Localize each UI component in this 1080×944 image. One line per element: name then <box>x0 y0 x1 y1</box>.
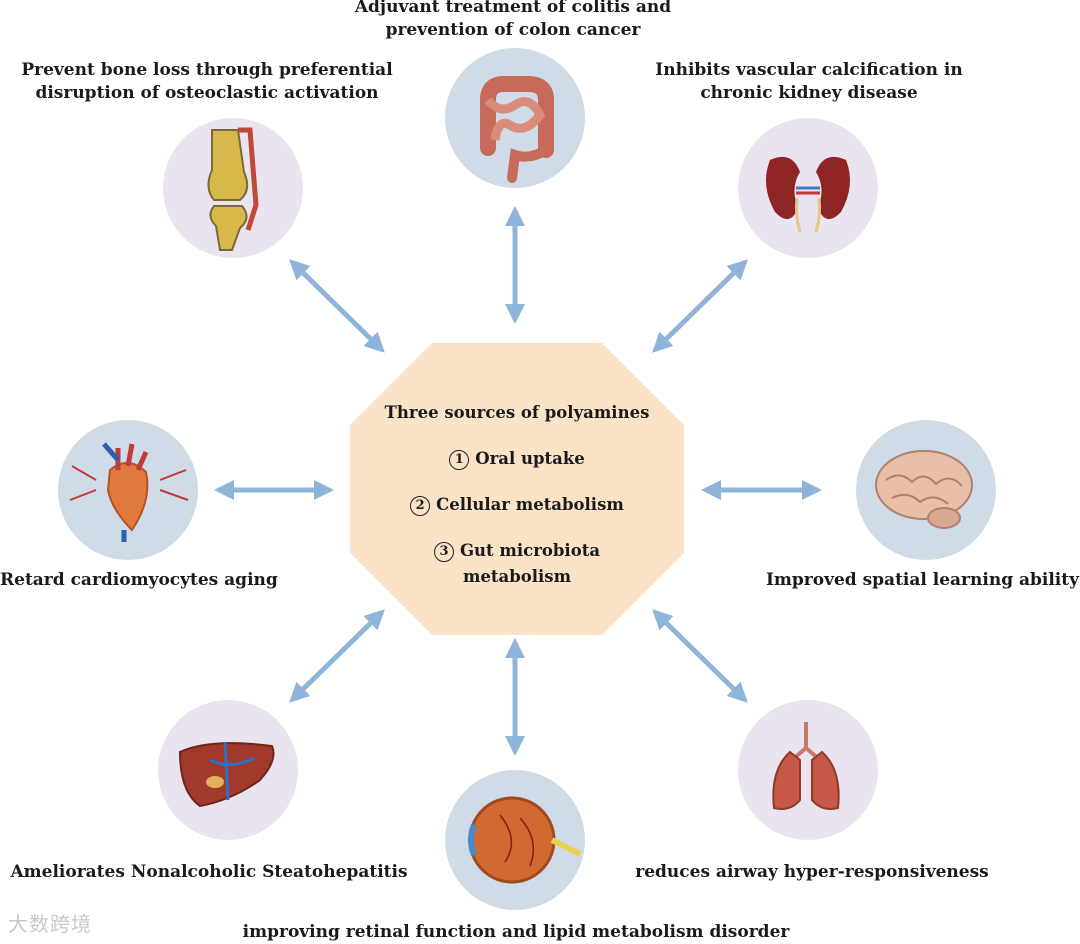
colon-illustration <box>445 48 585 188</box>
kidney-illustration <box>738 118 878 258</box>
watermark: 大数跨境 <box>8 912 92 936</box>
liver-illustration <box>158 700 298 840</box>
label-lungs: reduces airway hyper-responsiveness <box>635 862 989 882</box>
label-eye: improving retinal function and lipid met… <box>242 922 790 942</box>
label-heart: Retard cardiomyocytes aging <box>0 570 278 590</box>
center-title: Three sources of polyamines <box>384 403 650 422</box>
brain-illustration <box>856 420 996 560</box>
arrow-bone <box>289 259 385 353</box>
arrow-liver <box>289 609 385 703</box>
arrow-lungs <box>652 609 748 703</box>
arrow-kidney <box>652 259 748 353</box>
bone-illustration <box>163 118 303 258</box>
label-liver: Ameliorates Nonalcoholic Steatohepatitis <box>10 862 408 882</box>
center-octagon <box>350 343 684 635</box>
lungs-illustration <box>738 700 878 840</box>
heart-illustration <box>58 420 198 560</box>
eye-illustration <box>445 770 585 910</box>
label-brain: Improved spatial learning ability <box>765 570 1079 590</box>
